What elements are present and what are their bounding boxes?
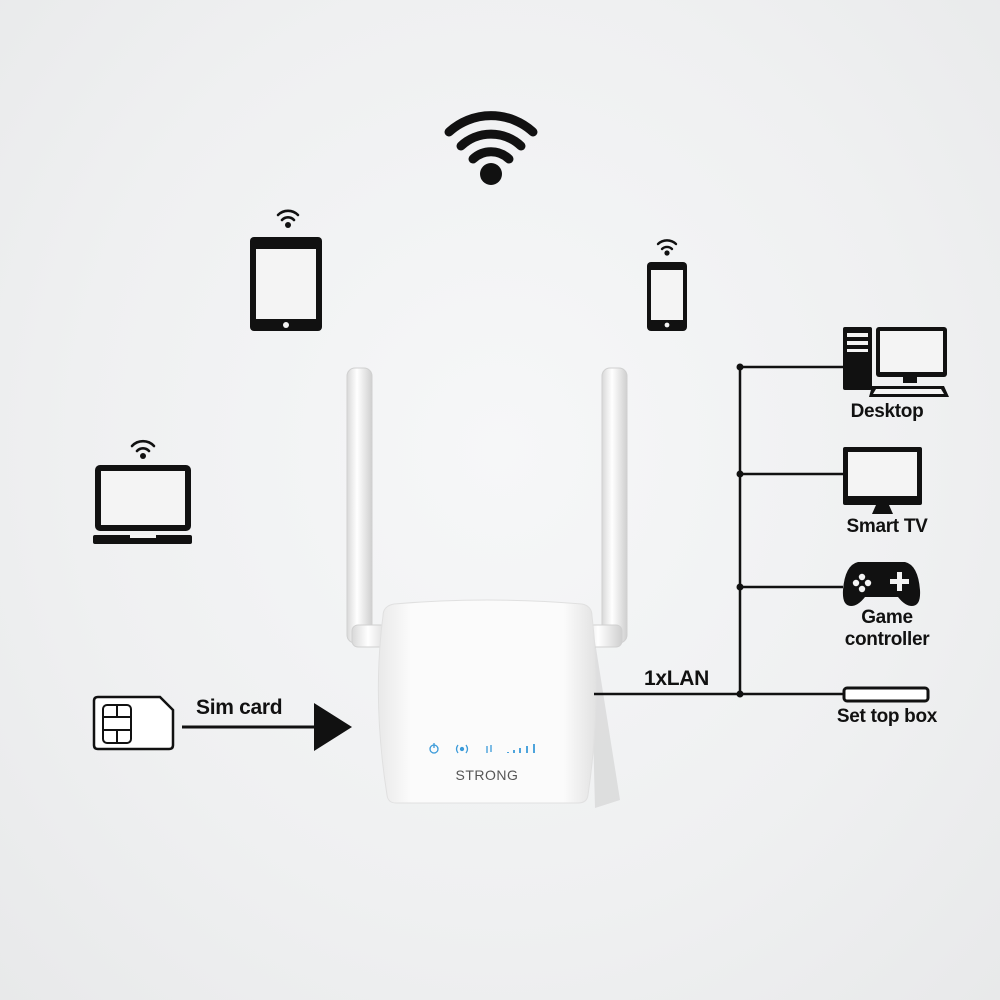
sim-card-icon	[92, 695, 175, 751]
wifi-icon	[444, 111, 538, 185]
smart-tv-label: Smart TV	[846, 516, 928, 537]
tablet-icon	[250, 209, 322, 331]
game-label-line2: controller	[844, 629, 930, 650]
gamepad-icon	[842, 562, 921, 606]
game-controller-label: Game controller	[827, 607, 947, 651]
status-leds	[429, 743, 535, 754]
sim-card-label: Sim card	[196, 696, 283, 719]
set-top-box-label: Set top box	[836, 706, 938, 727]
tv-icon	[843, 447, 922, 514]
laptop-icon	[93, 439, 192, 544]
desktop-icon	[843, 327, 949, 397]
desktop-label: Desktop	[850, 401, 924, 422]
smartphone-icon	[647, 239, 687, 331]
lan-port-label: 1xLAN	[644, 667, 710, 690]
insert-arrow	[182, 703, 352, 751]
lan-wiring	[594, 363, 843, 698]
router	[346, 367, 628, 808]
router-brand-logo: STRONG	[455, 767, 519, 783]
game-label-line1: Game	[861, 607, 913, 628]
set-top-box-icon	[842, 686, 930, 703]
